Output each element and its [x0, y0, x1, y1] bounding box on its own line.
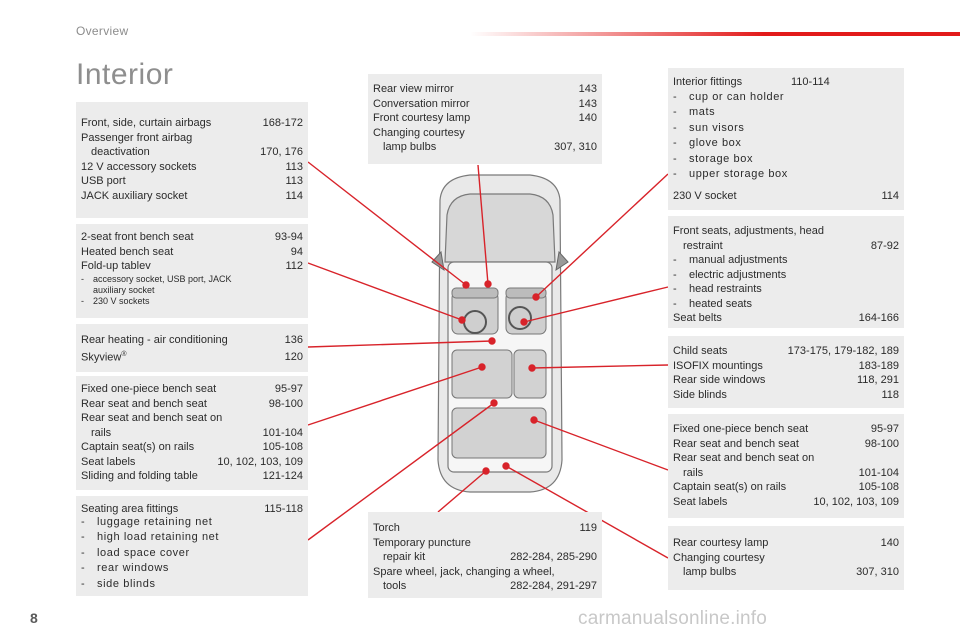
list-item[interactable]: -cup or can holder	[673, 90, 785, 103]
front-seats-box: Front seats, adjustments, head restraint…	[668, 216, 904, 328]
list-item[interactable]: -head restraints	[673, 283, 762, 295]
list-item[interactable]: -glove box	[673, 137, 742, 149]
list-item[interactable]: -electric adjustments	[673, 268, 787, 281]
seating-area-list: -luggage retaining net -high load retain…	[81, 515, 303, 593]
index-row[interactable]: Front seats, adjustments, head restraint…	[673, 225, 899, 252]
list-item[interactable]: -load space cover	[81, 546, 190, 559]
page-number: 8	[30, 610, 38, 626]
list-item[interactable]: -high load retaining net	[81, 531, 220, 543]
rear-bench	[451, 407, 547, 459]
list-item[interactable]: -mats	[673, 106, 716, 118]
list-item[interactable]: -upper storage box	[673, 168, 788, 180]
watermark: carmanualsonline.info	[578, 608, 768, 629]
list-item[interactable]: -heated seats	[673, 297, 752, 310]
index-row[interactable]: Skyview®120	[81, 350, 303, 364]
list-item[interactable]: -storage box	[673, 152, 754, 165]
list-item[interactable]: -side blinds	[81, 577, 156, 590]
section-title: Overview	[76, 24, 129, 38]
middle-seats	[451, 349, 547, 399]
header-accent-bar	[470, 32, 960, 36]
index-row[interactable]: Spare wheel, jack, changing a wheel, too…	[373, 565, 597, 593]
page-title: Interior	[76, 58, 174, 91]
callout-lines	[307, 161, 669, 559]
list-item[interactable]: -luggage retaining net	[81, 515, 213, 528]
list-item[interactable]: -rear windows	[81, 562, 170, 574]
fittings-list: -cup or can holder -mats -sun visors -gl…	[673, 90, 899, 183]
list-item[interactable]: -sun visors	[673, 121, 745, 134]
front-seats	[451, 287, 547, 335]
list-item[interactable]: -manual adjustments	[673, 254, 788, 266]
front-seats-list: -manual adjustments -electric adjustment…	[673, 253, 899, 311]
